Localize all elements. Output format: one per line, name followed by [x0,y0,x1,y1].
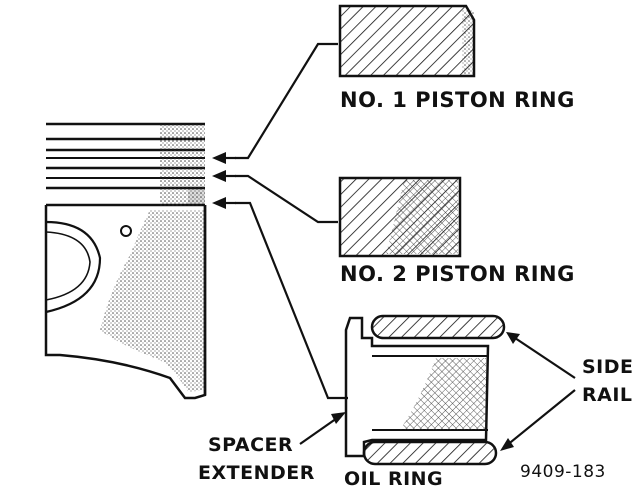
side-rail-arrows [500,332,576,451]
side-rail-label-line1: SIDE [582,356,634,378]
oil-ring-section [344,314,506,466]
piston [44,122,207,400]
ring1-section [338,4,476,78]
side-rail-label-line2: RAIL [582,384,633,406]
ring2-label: NO. 2 PISTON RING [340,262,575,286]
spacer-label-line2: EXTENDER [198,462,315,484]
spacer-arrow [299,412,346,445]
spacer-label-line1: SPACER [208,434,294,456]
ring2-section [338,176,462,258]
oil-ring-label: OIL RING [344,468,444,490]
ring1-label: NO. 1 PISTON RING [340,88,575,112]
leader-lines [212,42,348,400]
figure-id: 9409-183 [520,462,606,482]
